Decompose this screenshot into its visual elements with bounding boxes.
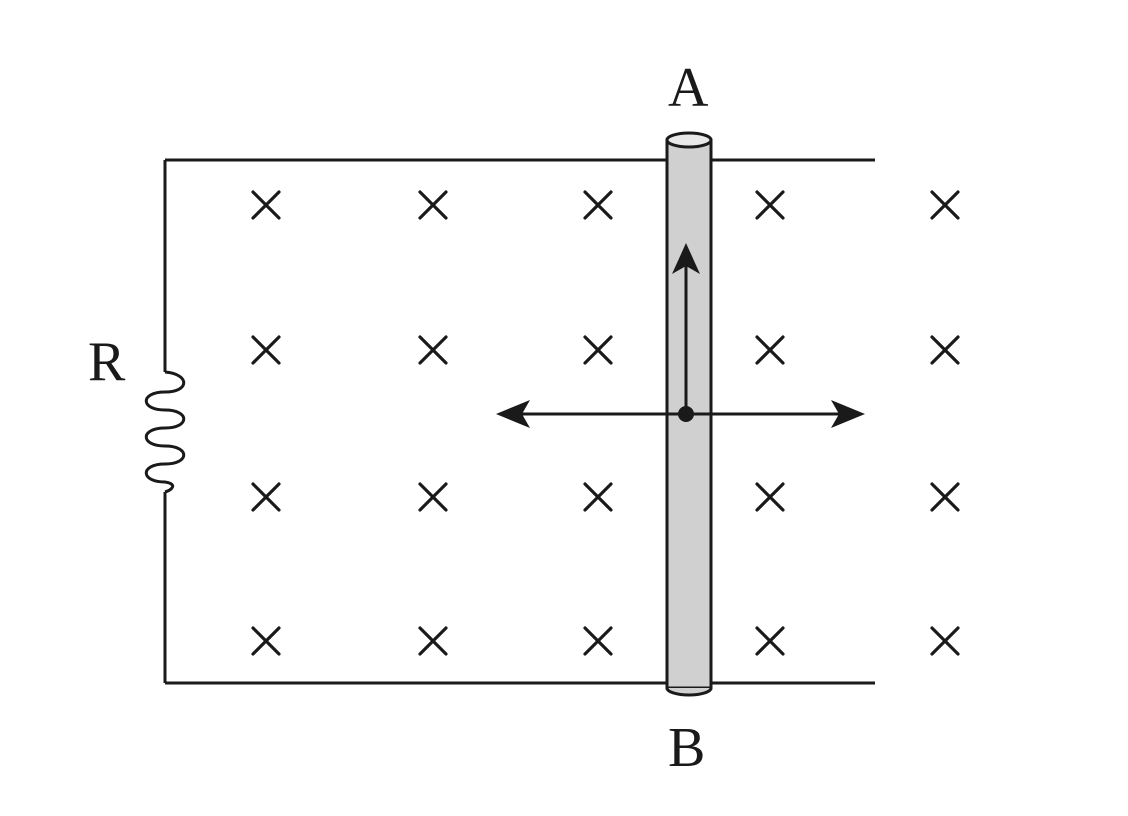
field-cross-icon <box>583 482 613 512</box>
field-cross-icon <box>930 626 960 656</box>
field-cross-icon <box>418 482 448 512</box>
field-cross-icon <box>755 626 785 656</box>
field-cross-icon <box>930 335 960 365</box>
field-cross-icon <box>251 335 281 365</box>
rod-end-label-a: A <box>668 57 709 119</box>
field-cross-icon <box>583 626 613 656</box>
field-cross-icon <box>418 335 448 365</box>
field-cross-icon <box>583 190 613 220</box>
field-cross-icon <box>251 482 281 512</box>
rod-end-label-b: B <box>668 717 705 779</box>
field-cross-icon <box>930 482 960 512</box>
magnetic-field-marks <box>251 190 960 656</box>
left-arrowhead-icon <box>496 400 530 428</box>
rod-top-cap <box>665 131 713 149</box>
rod-center-dot <box>678 406 694 422</box>
resistor-icon <box>144 370 186 494</box>
field-cross-icon <box>583 335 613 365</box>
field-cross-icon <box>251 626 281 656</box>
field-cross-icon <box>755 335 785 365</box>
circuit-wires <box>163 158 875 685</box>
field-cross-icon <box>418 626 448 656</box>
field-cross-icon <box>418 190 448 220</box>
field-cross-icon <box>755 190 785 220</box>
up-arrowhead-icon <box>672 243 700 274</box>
field-cross-icon <box>251 190 281 220</box>
motion-arrows <box>496 243 865 428</box>
field-cross-icon <box>755 482 785 512</box>
field-cross-icon <box>930 190 960 220</box>
resistor-label: R <box>88 331 126 393</box>
rod-bottom-cap <box>665 687 713 697</box>
right-arrowhead-icon <box>831 400 865 428</box>
